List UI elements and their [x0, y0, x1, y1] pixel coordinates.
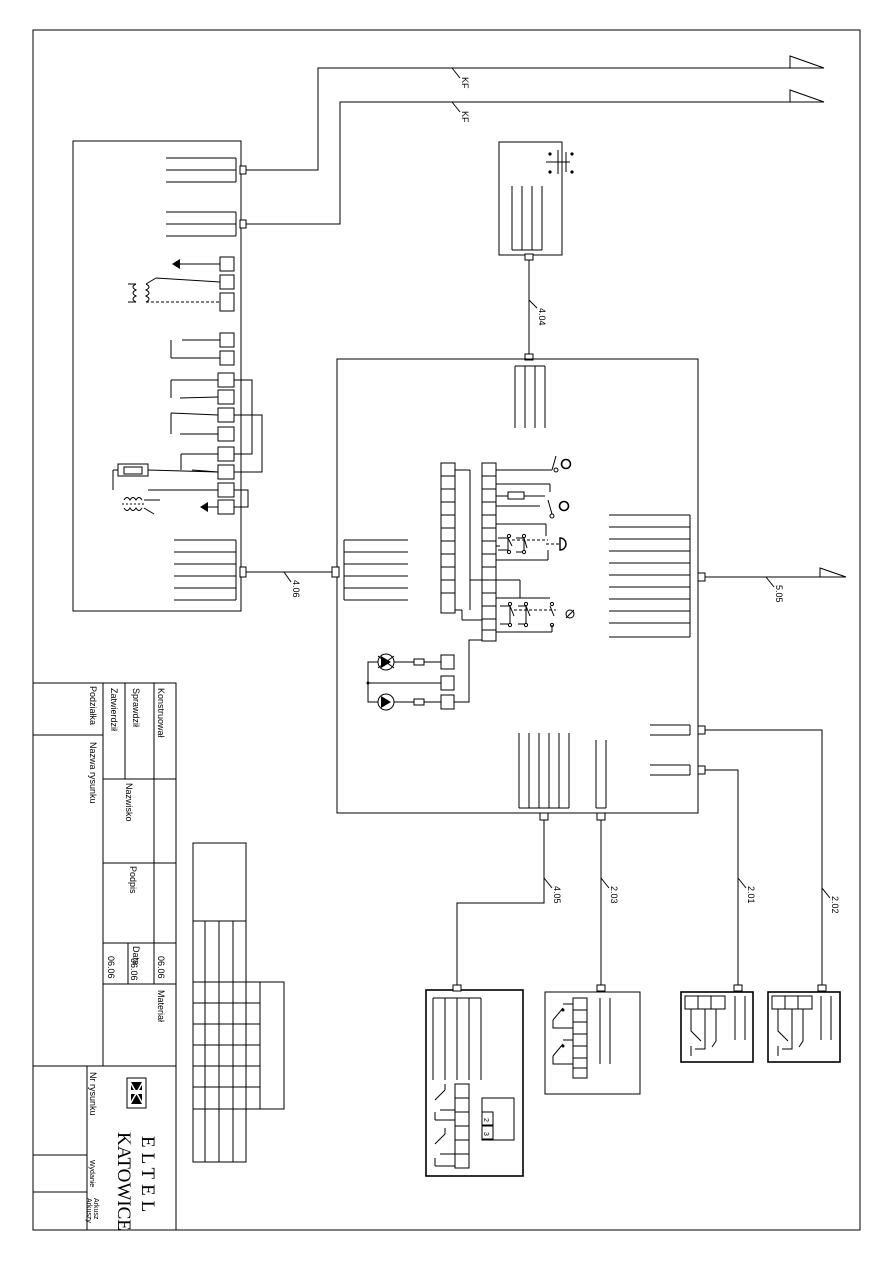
top-device-box [498, 141, 574, 361]
cable-gland-kf2 [239, 219, 247, 229]
title-block [32, 682, 177, 1231]
cable-label-kf: KF [460, 111, 470, 123]
left-terminal-cabinet [72, 140, 263, 612]
terminal-label-3: 3 [482, 1132, 489, 1136]
cable-201-line [705, 769, 739, 988]
date-value: 06.06 [129, 958, 139, 981]
terminal-column-a [440, 462, 456, 614]
logo-word-katowice: KATOWICE [113, 1132, 134, 1231]
revision-table [192, 842, 285, 1163]
kf-cables [246, 55, 825, 225]
main-cabinet [331, 358, 706, 821]
drawing-frame [32, 29, 861, 1231]
cable-label-kf: KF [460, 77, 470, 89]
label-konstruowal: Konstruował [156, 688, 166, 738]
cable-label-505: 5.05 [774, 585, 784, 603]
indicator-lamp-icon [496, 455, 572, 473]
cable-gland-kf1 [239, 165, 247, 175]
date-value: 06.06 [156, 956, 166, 979]
cable-label-202: 2.02 [830, 896, 840, 914]
label-material: Materiał [156, 990, 166, 1022]
terminal-label-2: 2 [482, 1118, 489, 1122]
logo-word-eltel: ELTEL [137, 1136, 158, 1217]
terminal-column-b [481, 462, 497, 642]
label-wydanie: Wydanie [88, 1160, 95, 1187]
device-box-203 [544, 984, 641, 1095]
terminal-strip [217, 256, 235, 515]
earth-arrow-icon [172, 259, 180, 269]
device-box-405 [425, 984, 524, 1177]
right-cable-bundle [609, 514, 691, 638]
label-nazwa-rysunku: Nazwa rysunku [88, 742, 98, 804]
cable-label-405: 4.05 [552, 886, 562, 904]
cable-label-203: 2.03 [609, 886, 619, 904]
cable-gland-406 [239, 566, 247, 578]
cable-label-201: 2.01 [746, 886, 756, 904]
fan-motor-icon [496, 579, 575, 633]
eltel-logo-icon [126, 1077, 147, 1109]
cable-label-406: 4.06 [291, 580, 301, 598]
cable-label-404: 4.04 [537, 308, 547, 326]
label-arkusz: Arkusz [92, 1198, 99, 1220]
label-podpis: Podpis [128, 866, 138, 894]
device-box-202 [767, 984, 841, 1063]
indicator-lamp-icon [496, 483, 570, 519]
earth-arrow-icon [200, 502, 208, 512]
label-nazwisko: Nazwisko [124, 783, 134, 822]
sound-horn-icon [496, 523, 567, 561]
transformer-coil-icon [128, 277, 221, 303]
label-zatwierdzil: Zatwierdził [109, 688, 119, 731]
lamp-pair-icon [366, 639, 482, 711]
date-value: 06.06 [106, 956, 116, 979]
switch-contact-icon [546, 150, 574, 174]
device-box-201 [680, 984, 754, 1063]
label-arkuszy: Arkuszy [85, 1198, 92, 1223]
label-nr-rysunku: Nr rysunku [88, 1072, 98, 1116]
label-data: Data [131, 946, 141, 965]
cable-405-line [456, 820, 545, 988]
cable-505-line [705, 567, 847, 578]
label-podzialka: Podziałka [88, 686, 98, 725]
contact-group [170, 339, 220, 473]
relay-coil-icon [112, 463, 219, 515]
cable-202-line [705, 729, 823, 988]
label-sprawdzil: Sprawdził [131, 688, 141, 727]
